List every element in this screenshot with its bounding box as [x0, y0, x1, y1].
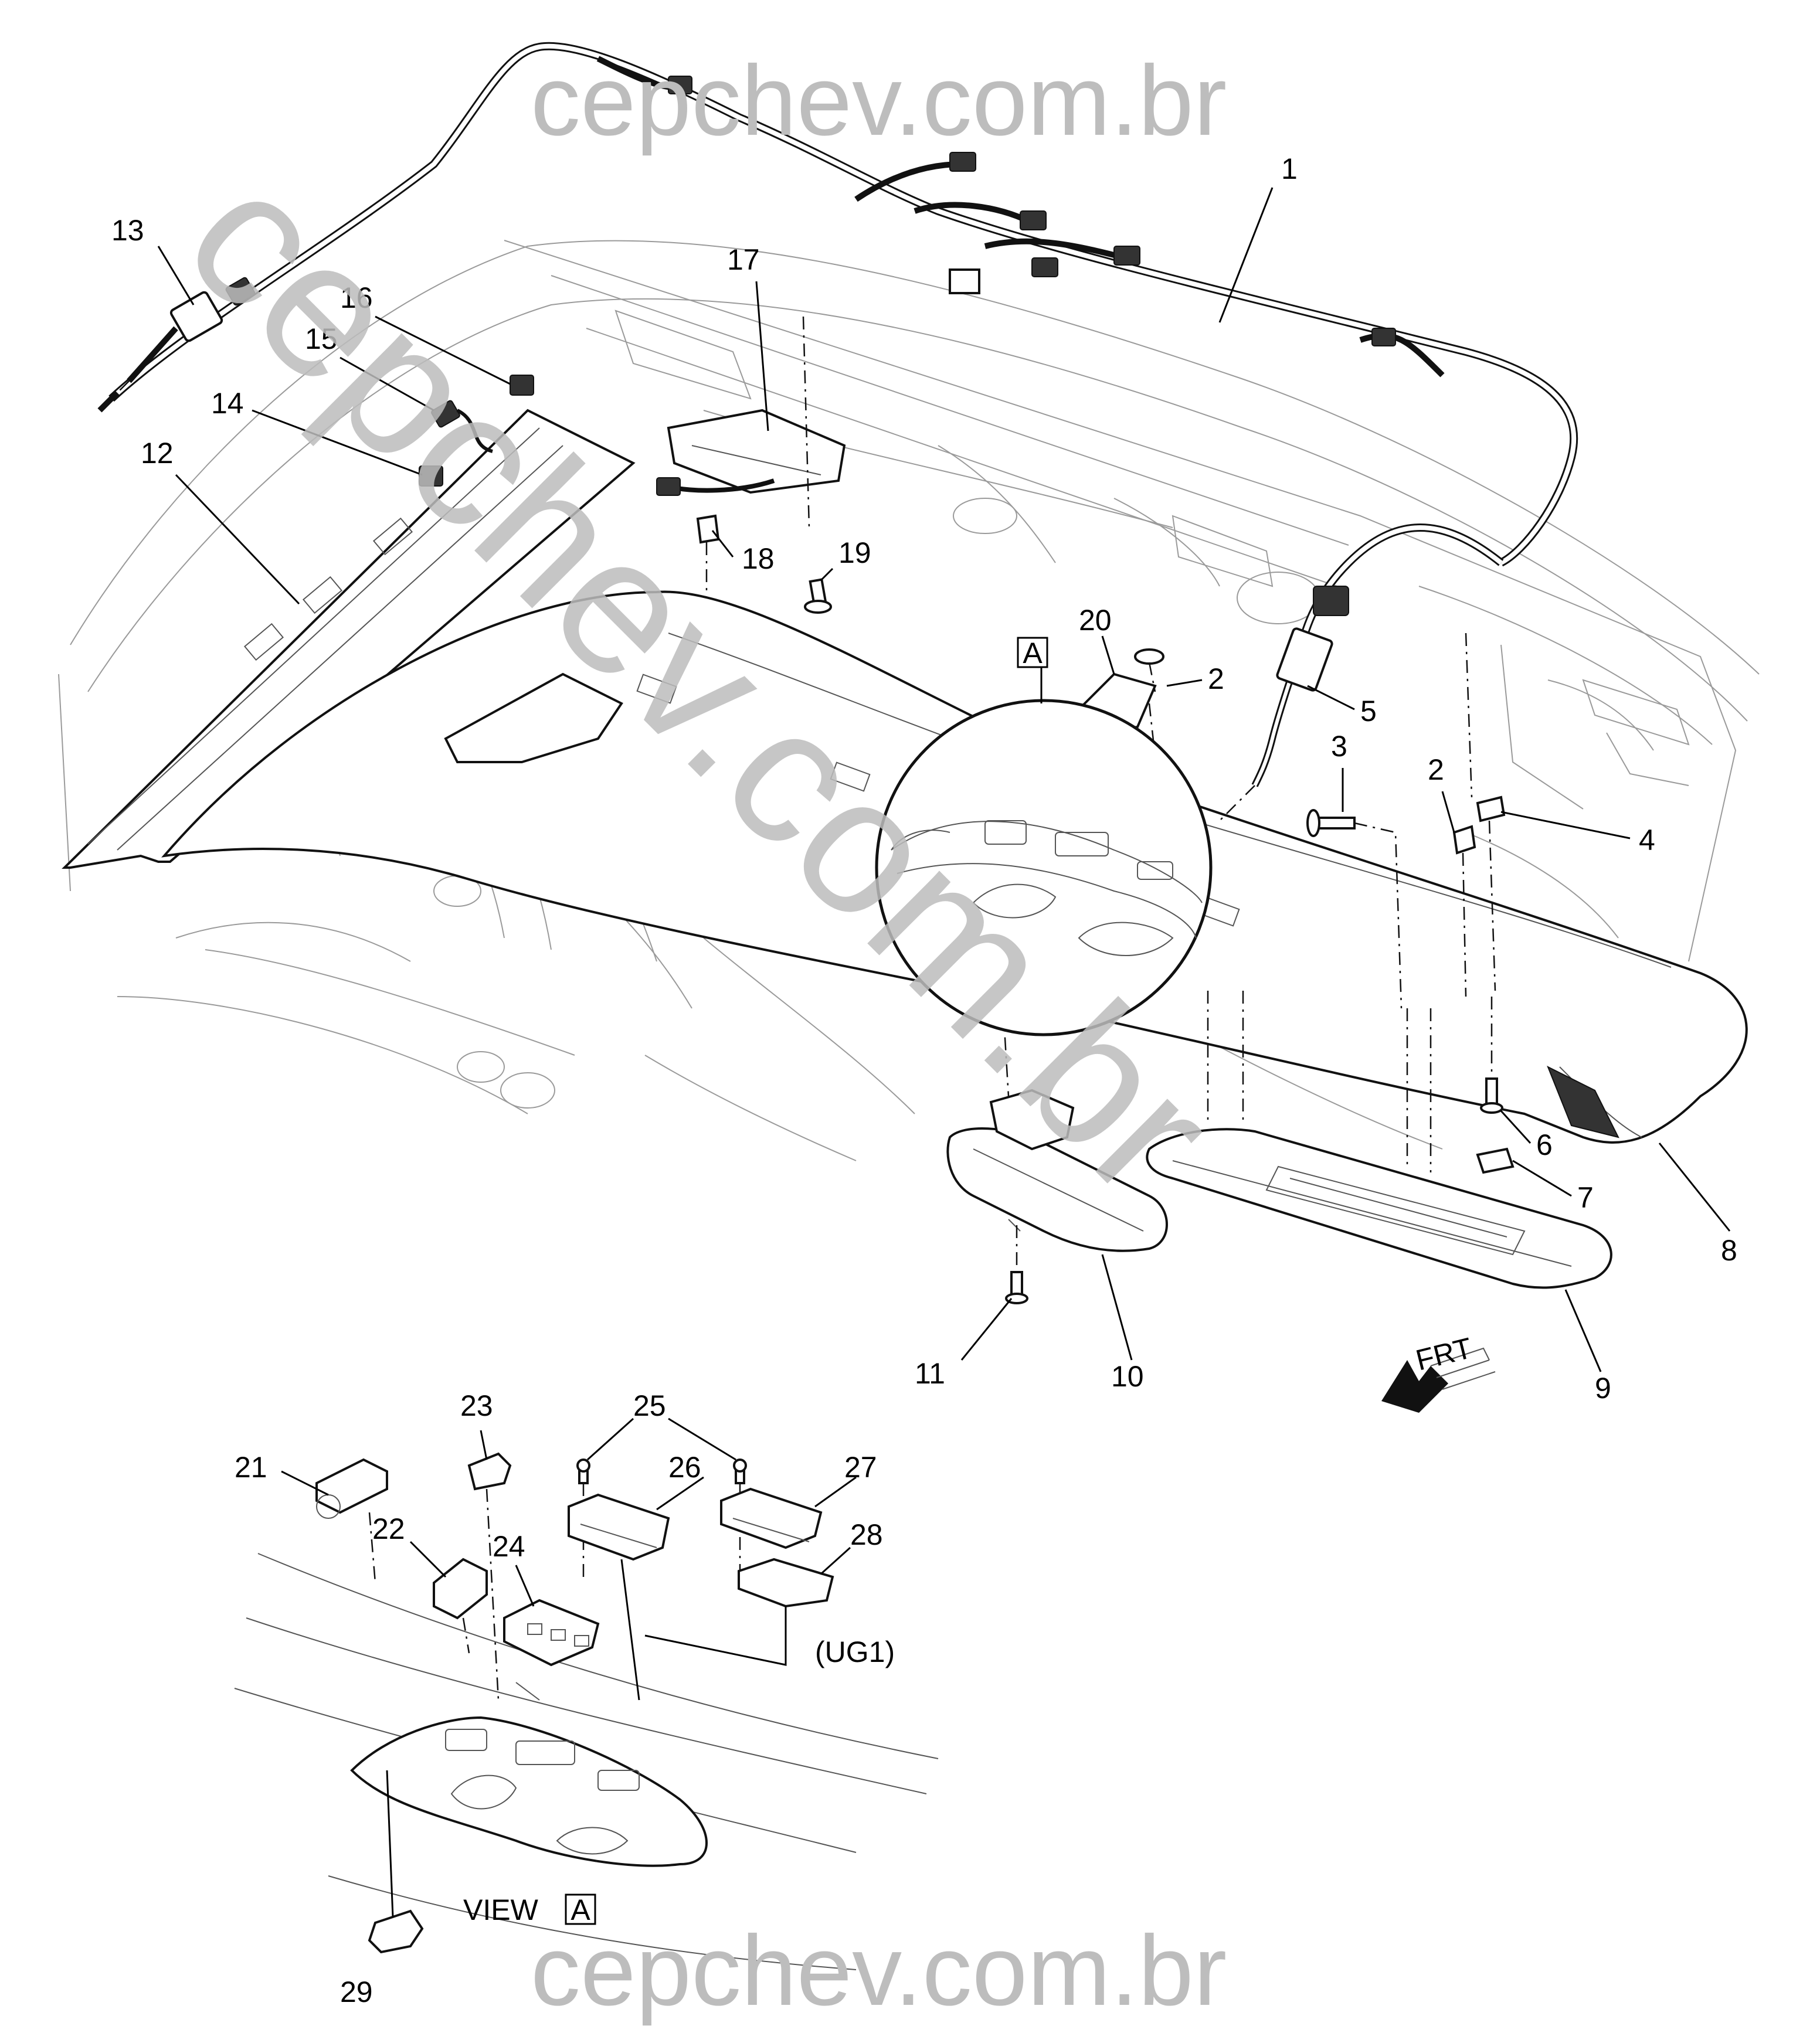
- part-25-screw-left: [576, 1459, 590, 1583]
- callout-1: 1: [1281, 152, 1298, 185]
- callout-9: 9: [1595, 1372, 1611, 1405]
- callout-24: 24: [493, 1530, 525, 1563]
- part-1-roof-harness: [97, 42, 1578, 646]
- callout-22: 22: [372, 1512, 405, 1545]
- front-direction-arrow-icon: FRT: [1381, 1331, 1496, 1413]
- callout-2-upper: 2: [1208, 662, 1224, 695]
- callout-27: 27: [844, 1451, 877, 1484]
- part-5-harness-connector: [1219, 627, 1333, 821]
- callout-14: 14: [211, 387, 244, 420]
- callout-26: 26: [668, 1451, 701, 1484]
- part-2-clip-upper: [1134, 648, 1164, 692]
- part-15-connector: [431, 400, 493, 453]
- callout-12: 12: [141, 437, 174, 470]
- part-3-bolt: [1306, 809, 1403, 1009]
- ug1-leader-lines: [620, 1559, 787, 1701]
- callout-8: 8: [1721, 1234, 1737, 1267]
- callout-2-lower: 2: [1428, 753, 1444, 786]
- part-19-screw: [804, 578, 832, 614]
- callout-18: 18: [742, 542, 775, 575]
- detail-circle-a: [875, 699, 1213, 1036]
- callout-labels: 1 2 2 3 4 5 6 7 8 9 10 11 12 13 14 15 16…: [111, 152, 1737, 2008]
- part-26-module: [568, 1493, 670, 1561]
- part-24-switch-panel: [503, 1599, 600, 1667]
- callout-7: 7: [1577, 1181, 1594, 1214]
- part-11-screw: [1005, 1225, 1028, 1304]
- callout-25: 25: [633, 1389, 666, 1422]
- callout-29: 29: [340, 1976, 373, 2008]
- part-14-connector: [419, 465, 443, 487]
- part-23-connector: [467, 1452, 512, 1701]
- part-4-clip: [1465, 633, 1506, 991]
- part-9-sunshade: [1146, 991, 1612, 1289]
- callout-20: 20: [1079, 604, 1112, 637]
- part-22-switch: [433, 1558, 488, 1654]
- svg-text:FRT: FRT: [1412, 1331, 1475, 1377]
- callout-11: 11: [915, 1357, 945, 1390]
- callout-5: 5: [1360, 695, 1377, 727]
- callout-15: 15: [305, 322, 338, 355]
- callout-28: 28: [850, 1518, 883, 1551]
- part-16-connector: [510, 375, 534, 396]
- watermark-top: cepchev.com.br: [531, 45, 1227, 157]
- callout-16: 16: [340, 281, 373, 314]
- part-27-module: [720, 1487, 823, 1549]
- part-2-clip-lower: [1452, 825, 1476, 997]
- view-marker-a: A: [1017, 637, 1048, 703]
- callout-13: 13: [111, 214, 144, 247]
- watermark-bottom: cepchev.com.br: [531, 1915, 1227, 2027]
- part-6-screw: [1480, 997, 1503, 1114]
- callout-19: 19: [838, 536, 871, 569]
- part-7-clip: [1476, 1147, 1515, 1174]
- part-28-bezel: [738, 1558, 834, 1608]
- view-a-label: VIEW A: [463, 1893, 596, 1926]
- svg-text:A: A: [571, 1893, 590, 1926]
- callout-10: 10: [1111, 1360, 1144, 1393]
- option-code-label: (UG1): [815, 1636, 895, 1668]
- callout-3: 3: [1331, 730, 1347, 763]
- part-25-screw-right: [733, 1459, 747, 1583]
- callout-21: 21: [235, 1451, 267, 1484]
- part-17-bracket: [656, 316, 846, 528]
- callout-23: 23: [460, 1389, 493, 1422]
- callout-4: 4: [1639, 824, 1655, 856]
- leader-lines: [157, 187, 1731, 1607]
- svg-text:A: A: [1023, 637, 1043, 669]
- callout-6: 6: [1536, 1128, 1553, 1161]
- part-10-rearview-mirror: [946, 902, 1168, 1252]
- part-21-lamp: [315, 1458, 388, 1583]
- part-29-lamp: [368, 1770, 424, 1954]
- svg-text:VIEW: VIEW: [463, 1893, 539, 1926]
- callout-17: 17: [727, 243, 760, 276]
- part-13-connector: [99, 277, 256, 411]
- part-12-pillar-trim: [62, 409, 636, 869]
- view-a-inset: [234, 1553, 939, 1970]
